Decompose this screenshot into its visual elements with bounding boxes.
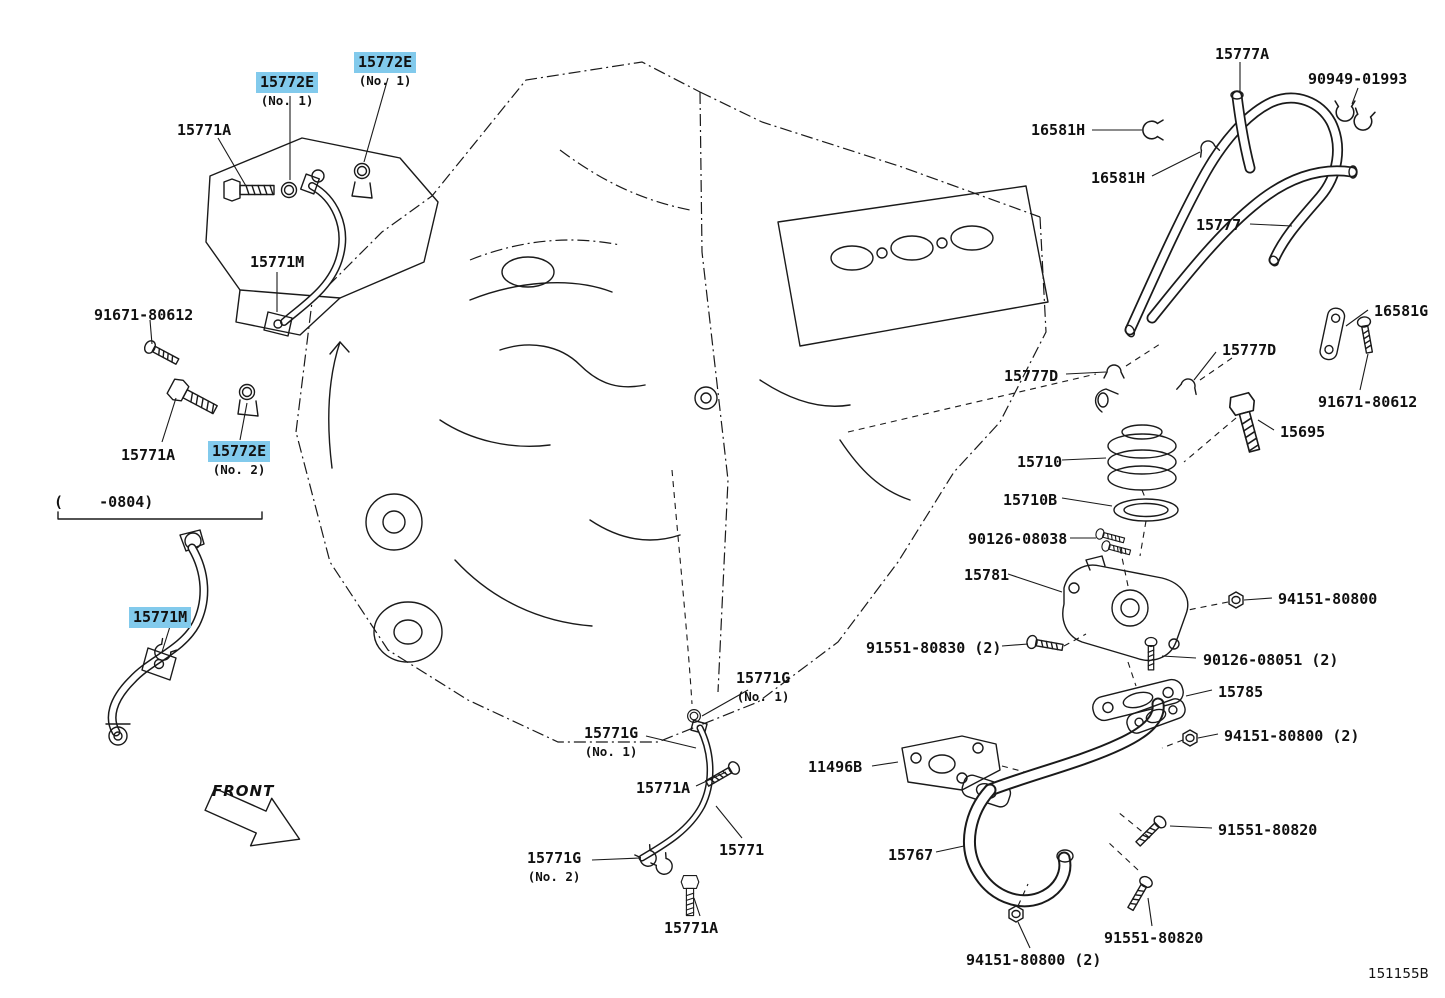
part-label-15771a-5[interactable]: 15771A [117, 445, 179, 466]
part-number: 90126-08038 [968, 530, 1068, 548]
part-label-15771a-35[interactable]: 15771A [632, 778, 694, 799]
part-label-15771-36[interactable]: 15771 [715, 840, 768, 861]
part-label-15771a-38[interactable]: 15771A [660, 918, 722, 939]
part-label-16581h-12[interactable]: 16581H [1087, 168, 1149, 189]
part-number: 15710B [1003, 491, 1058, 509]
part-number: 15771G [584, 724, 639, 742]
part-number: 15771A [121, 446, 176, 464]
part-number: 94151-80800 [1278, 590, 1378, 608]
part-number: 16581H [1031, 121, 1086, 139]
part-number: 91551-80820 [1104, 929, 1204, 947]
part-number: 91671-80612 [94, 306, 194, 324]
part-number: 15767 [888, 846, 934, 864]
part-qualifier: (No. 1) [358, 72, 412, 88]
part-number: 15771A [636, 779, 691, 797]
part-label-15772e-1[interactable]: 15772E(No. 1) [354, 52, 417, 88]
part-label-11496b-28[interactable]: 11496B [804, 757, 866, 778]
part-label-15785-26[interactable]: 15785 [1214, 682, 1267, 703]
part-label-15777d-15[interactable]: 15777D [1218, 340, 1280, 361]
part-qualifier: (No. 1) [260, 92, 314, 108]
part-number: 94151-80800 (2) [1224, 727, 1360, 745]
part-label-15695-18[interactable]: 15695 [1276, 422, 1329, 443]
part-number: 15771G [736, 669, 791, 687]
front-arrow [204, 787, 301, 847]
part-label-9155180820-29[interactable]: 91551-80820 [1214, 820, 1321, 841]
part-number: 15777A [1215, 45, 1270, 63]
part-number: 15771A [177, 121, 232, 139]
part-number: 15785 [1218, 683, 1264, 701]
part-number: 91671-80612 [1318, 393, 1418, 411]
part-number: 16581H [1091, 169, 1146, 187]
part-label-9155180820-31[interactable]: 91551-80820 [1100, 928, 1207, 949]
part-number: 15777 [1196, 216, 1242, 234]
part-label-15710-19[interactable]: 15710 [1013, 452, 1066, 473]
part-qualifier: (No. 2) [212, 461, 266, 477]
part-label-15771a-2[interactable]: 15771A [173, 120, 235, 141]
part-label-15767-30[interactable]: 15767 [884, 845, 937, 866]
part-number: 15771M [129, 607, 192, 628]
part-label-15771g-34[interactable]: 15771G(No. 1) [580, 723, 642, 759]
part-label-15772e-6[interactable]: 15772E(No. 2) [208, 441, 271, 477]
part-number: 90949-01993 [1308, 70, 1408, 88]
part-label-16581h-11[interactable]: 16581H [1027, 120, 1089, 141]
part-number: 15771 [719, 841, 765, 859]
part-label-15771g-37[interactable]: 15771G(No. 2) [523, 848, 585, 884]
part-number: 15777D [1222, 341, 1277, 359]
part-number: 15771G [527, 849, 582, 867]
part-label-15771m-3[interactable]: 15771M [246, 252, 308, 273]
part-number: 90126-08051 (2) [1203, 651, 1339, 669]
part-label-15781-22[interactable]: 15781 [960, 565, 1013, 586]
part-number: 15781 [964, 566, 1010, 584]
part-number: 11496B [808, 758, 863, 776]
part-number: 15772E [208, 441, 271, 462]
part-label-9167180612-4[interactable]: 91671-80612 [90, 305, 197, 326]
part-label-15777a-9[interactable]: 15777A [1211, 44, 1273, 65]
part-label-94151808002-27[interactable]: 94151-80800 (2) [1220, 726, 1363, 747]
part-label-15710b-20[interactable]: 15710B [999, 490, 1061, 511]
part-number: ( -0804) [54, 493, 154, 511]
front-direction-label: FRONT [212, 782, 275, 800]
part-number: 15772E [256, 72, 319, 93]
part-number: 15777D [1004, 367, 1059, 385]
part-label-15772e-0[interactable]: 15772E(No. 1) [256, 72, 319, 108]
drawing-code: 151155B [1368, 966, 1429, 982]
part-number: 94151-80800 (2) [966, 951, 1102, 969]
part-label-9012608038-21[interactable]: 90126-08038 [964, 529, 1071, 550]
part-label-15777-13[interactable]: 15777 [1192, 215, 1245, 236]
part-number: 91551-80820 [1218, 821, 1318, 839]
part-number: 15710 [1017, 453, 1063, 471]
part-number: 15772E [354, 52, 417, 73]
part-label-9415180800-23[interactable]: 94151-80800 [1274, 589, 1381, 610]
part-label-94151808002-32[interactable]: 94151-80800 (2) [962, 950, 1105, 971]
part-label-9167180612-17[interactable]: 91671-80612 [1314, 392, 1421, 413]
part-label-15777d-16[interactable]: 15777D [1000, 366, 1062, 387]
part-number: 15771A [664, 919, 719, 937]
part-number: 91551-80830 (2) [866, 639, 1002, 657]
part-label-91551808302-24[interactable]: 91551-80830 (2) [862, 638, 1005, 659]
part-number: 15695 [1280, 423, 1326, 441]
part-number: 16581G [1374, 302, 1429, 320]
part-label-15771g-33[interactable]: 15771G(No. 1) [732, 668, 794, 704]
part-label-90126080512-25[interactable]: 90126-08051 (2) [1199, 650, 1342, 671]
part-label-15771m-8[interactable]: 15771M [129, 607, 192, 628]
part-number: 15771M [250, 253, 305, 271]
part-qualifier: (No. 2) [527, 868, 581, 884]
part-qualifier: (No. 1) [584, 743, 638, 759]
part-label-9094901993-10[interactable]: 90949-01993 [1304, 69, 1411, 90]
part-label-16581g-14[interactable]: 16581G [1370, 301, 1432, 322]
production-range-note: ( -0804) [50, 492, 157, 513]
part-qualifier: (No. 1) [736, 688, 790, 704]
